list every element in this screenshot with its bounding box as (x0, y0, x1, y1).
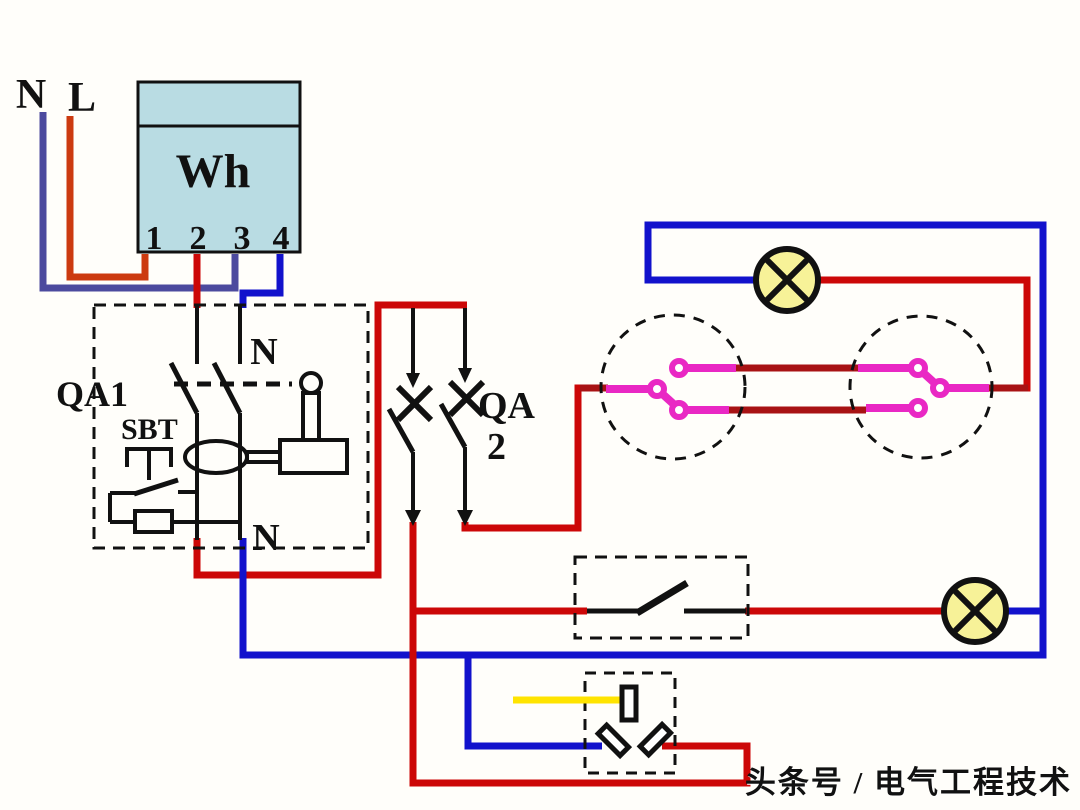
socket-live-wire (409, 522, 751, 787)
wire-meter-neutral-out (239, 254, 284, 308)
trip-plunger (301, 391, 321, 442)
rcd-neutral-pole-contact (211, 306, 243, 540)
current-transformer-ring (183, 439, 249, 475)
breaker-qa2: QA 2 (386, 308, 536, 526)
rcd-live-pole-contact (168, 306, 200, 540)
test-contact-blade (133, 477, 179, 497)
test-resistor (133, 509, 174, 534)
breaker-label-line1: QA (478, 385, 536, 427)
two-way-switch-right-boundary (848, 314, 994, 460)
single-switch (573, 555, 750, 640)
meter-label: Wh (176, 145, 251, 198)
meter-terminal-4: 4 (273, 220, 290, 257)
two-way-switch-right (848, 314, 994, 460)
incoming-live-wire (66, 116, 149, 281)
breaker-label-line2: 2 (487, 426, 506, 468)
two-way-switch-left-boundary (599, 313, 747, 461)
socket-outlet (513, 671, 677, 775)
meter-body (136, 80, 302, 254)
single-switch-boundary (573, 555, 750, 640)
meter-terminal-1: 1 (146, 220, 163, 257)
incoming-neutral-wire (39, 112, 239, 292)
neutral-bus-wire (239, 221, 1047, 659)
energy-meter: Wh 1 2 3 4 (136, 80, 302, 257)
trip-coil-link (245, 450, 282, 464)
socket-neutral-wire (464, 655, 602, 750)
incoming-neutral-label: N (16, 72, 46, 118)
single-switch-blade (635, 579, 689, 617)
lamp-single-switch (941, 577, 1009, 645)
rcd-test-button-label: SBT (121, 413, 178, 446)
socket-live-slot (636, 720, 675, 759)
watermark-text: 头条号 / 电气工程技术 (745, 765, 1072, 800)
trip-coil-mechanism (245, 371, 349, 475)
rcd-neutral-label-bottom: N (252, 517, 279, 559)
two-way-left-upper-terminal (669, 358, 689, 378)
test-button-circuit (108, 447, 240, 534)
socket-neutral-slot (594, 721, 633, 760)
two-way-left-common-terminal (647, 379, 667, 399)
breaker-pole-b (438, 308, 486, 526)
rcd-neutral-label-top: N (250, 331, 277, 373)
meter-terminal-2: 2 (190, 220, 207, 257)
meter-terminal-3: 3 (234, 220, 251, 257)
incoming-live-label: L (68, 75, 96, 121)
lamp-two-way (753, 246, 821, 314)
socket-boundary (583, 671, 677, 775)
breaker-pole-a (386, 308, 434, 526)
trip-actuator-knob (299, 371, 323, 395)
two-way-right-upper-terminal (908, 358, 928, 378)
rcd-label: QA1 (56, 374, 128, 414)
rcd-qa1: QA1 N N SBT (56, 303, 370, 559)
two-way-left-lower-terminal (669, 400, 689, 420)
two-way-right-lower-terminal (908, 398, 928, 418)
socket-earth-slot (619, 684, 639, 723)
wire-rcd-to-breaker-live (193, 301, 467, 579)
two-way-switch-left (599, 313, 747, 461)
two-way-right-common-terminal (930, 378, 950, 398)
trip-coil-body (278, 438, 349, 475)
